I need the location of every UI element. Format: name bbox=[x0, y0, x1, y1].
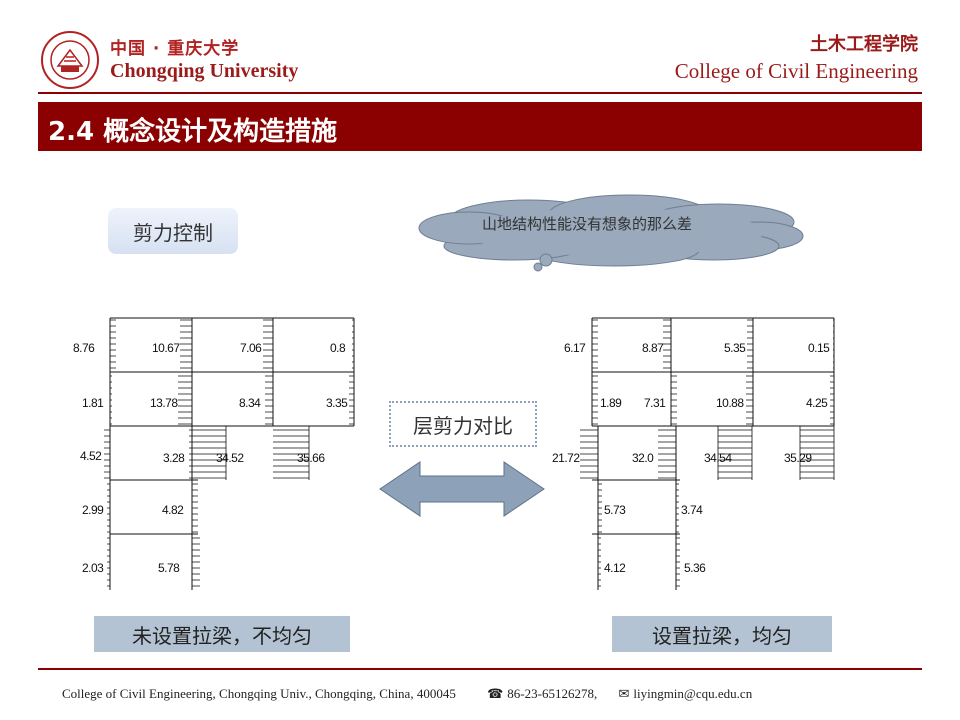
right-value-5: 1.89 bbox=[600, 396, 622, 410]
footer-address: College of Civil Engineering, Chongqing … bbox=[62, 686, 456, 701]
comparison-label: 层剪力对比 bbox=[389, 401, 537, 447]
left-value-7: 8.34 bbox=[239, 396, 261, 410]
right-value-4: 0.15 bbox=[808, 341, 830, 355]
left-value-10: 3.28 bbox=[163, 451, 185, 465]
left-value-11: 34.52 bbox=[216, 451, 244, 465]
left-value-1: 8.76 bbox=[73, 341, 95, 355]
title-bar bbox=[38, 102, 922, 151]
right-value-2: 8.87 bbox=[642, 341, 664, 355]
right-value-11: 34.54 bbox=[704, 451, 732, 465]
double-arrow bbox=[379, 461, 545, 517]
right-value-3: 5.35 bbox=[724, 341, 746, 355]
phone-icon: ☎ bbox=[487, 686, 504, 701]
footer-email[interactable]: liyingmin@cqu.edu.cn bbox=[633, 686, 753, 701]
left-value-5: 1.81 bbox=[82, 396, 104, 410]
right-value-6: 7.31 bbox=[644, 396, 666, 410]
left-value-13: 2.99 bbox=[82, 503, 104, 517]
right-value-10: 32.0 bbox=[632, 451, 654, 465]
left-value-4: 0.8 bbox=[330, 341, 346, 355]
frame-shear-diagram-left: 8.76 10.67 7.06 0.8 1.81 13.78 8.34 3.35… bbox=[73, 317, 355, 590]
envelope-icon: ✉ bbox=[618, 686, 630, 701]
right-value-16: 5.36 bbox=[684, 561, 706, 575]
footer: College of Civil Engineering, Chongqing … bbox=[62, 686, 756, 702]
right-value-14: 3.74 bbox=[681, 503, 703, 517]
right-value-8: 4.25 bbox=[806, 396, 828, 410]
caption-right: 设置拉梁，均匀 bbox=[612, 616, 832, 652]
frame-shear-diagram-right: 6.17 8.87 5.35 0.15 1.89 7.31 10.88 4.25… bbox=[552, 317, 835, 590]
footer-phone: 86-23-65126278, bbox=[507, 686, 598, 701]
right-value-15: 4.12 bbox=[604, 561, 626, 575]
footer-divider bbox=[38, 668, 922, 670]
slide-title: 2.4 概念设计及构造措施 bbox=[48, 117, 338, 147]
thought-cloud bbox=[418, 194, 804, 272]
left-value-12: 35.66 bbox=[297, 451, 325, 465]
college-name-cn: 土木工程学院 bbox=[810, 34, 918, 55]
caption-left: 未设置拉梁，不均匀 bbox=[94, 616, 350, 652]
university-name-cn: 中国 · 重庆大学 bbox=[110, 39, 240, 59]
left-value-8: 3.35 bbox=[326, 396, 348, 410]
college-name-en: College of Civil Engineering bbox=[674, 59, 918, 83]
left-value-6: 13.78 bbox=[150, 396, 178, 410]
right-value-7: 10.88 bbox=[716, 396, 744, 410]
right-value-9: 21.72 bbox=[552, 451, 580, 465]
university-seal-logo bbox=[41, 31, 99, 89]
left-value-3: 7.06 bbox=[240, 341, 262, 355]
left-value-9: 4.52 bbox=[80, 449, 102, 463]
right-value-1: 6.17 bbox=[564, 341, 586, 355]
header-divider bbox=[38, 92, 922, 94]
left-value-16: 5.78 bbox=[158, 561, 180, 575]
university-name-en: Chongqing University bbox=[110, 60, 299, 82]
right-value-13: 5.73 bbox=[604, 503, 626, 517]
left-value-14: 4.82 bbox=[162, 503, 184, 517]
right-value-12: 35.29 bbox=[784, 451, 812, 465]
shear-control-label: 剪力控制 bbox=[108, 208, 238, 254]
left-value-2: 10.67 bbox=[152, 341, 180, 355]
cloud-text: 山地结构性能没有想象的那么差 bbox=[482, 215, 693, 233]
left-value-15: 2.03 bbox=[82, 561, 104, 575]
